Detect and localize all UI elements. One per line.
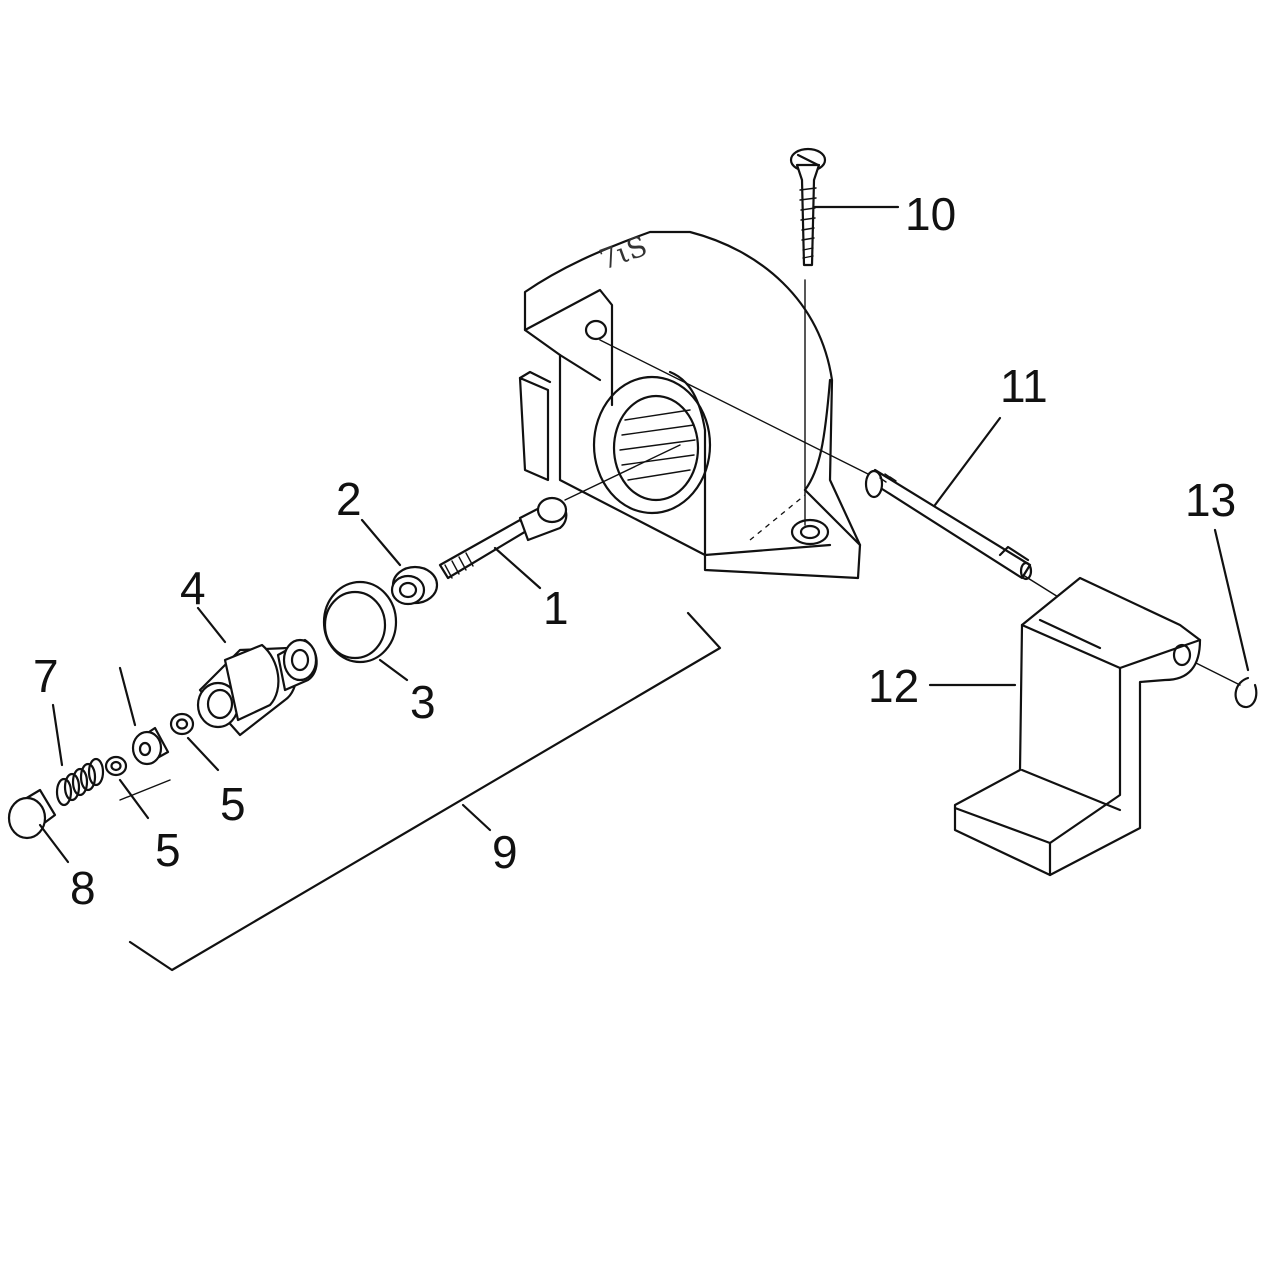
housing-body: 7ιS <box>518 229 862 580</box>
callout-13: 13 <box>1185 474 1236 526</box>
lever-part-12 <box>953 576 1202 877</box>
screw-part-10 <box>789 147 827 267</box>
callout-4: 4 <box>180 562 206 614</box>
spring-part-7 <box>55 757 105 807</box>
assembly-bracket-9 <box>128 611 722 972</box>
nut-part-2 <box>390 565 439 606</box>
shaft-part-1 <box>438 496 568 580</box>
leader-lines <box>38 205 1250 864</box>
callout-8: 8 <box>70 862 96 914</box>
cap-part-8 <box>7 788 57 840</box>
callout-labels: 10 11 13 12 1 2 3 4 5 5 7 8 9 <box>33 188 1236 914</box>
washer-part-5b <box>104 755 128 777</box>
spacer-part <box>131 726 170 766</box>
valve-body-part-4 <box>196 638 318 737</box>
ring-part-3 <box>322 580 398 664</box>
callout-5a: 5 <box>220 778 246 830</box>
callout-5b: 5 <box>155 824 181 876</box>
washer-part-5a <box>169 712 195 736</box>
callout-9: 9 <box>492 826 518 878</box>
pin-part-11 <box>864 468 1033 581</box>
callout-11: 11 <box>1000 360 1048 412</box>
callout-2: 2 <box>336 473 362 525</box>
callout-12: 12 <box>868 660 919 712</box>
callout-10: 10 <box>905 188 956 240</box>
callout-1: 1 <box>543 582 569 634</box>
callout-3: 3 <box>410 676 436 728</box>
clip-part-13 <box>1234 676 1258 709</box>
center-lines <box>119 279 1241 801</box>
callout-7: 7 <box>33 650 59 702</box>
